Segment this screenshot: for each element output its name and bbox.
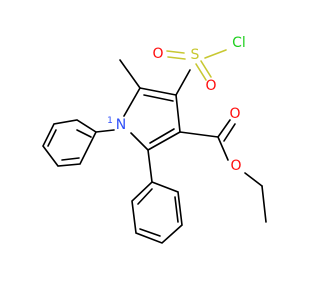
atom-label-o-sulfonyl-left: O	[152, 46, 163, 62]
bond-c3-c2-double	[149, 128, 175, 144]
bond-c5-c4-double	[143, 94, 174, 102]
bond-n-c5	[123, 87, 141, 117]
bond-ch2-ch3	[261, 185, 267, 223]
atom-labels: Cl S O O O O N 1	[107, 35, 246, 174]
bond-c3-c2	[147, 131, 181, 151]
atom-label-o-carbonyl: O	[229, 106, 240, 122]
bond-s-o-left	[166, 50, 185, 54]
bond-c3-ccarbonyl	[179, 131, 219, 138]
bond-s-o-bottom	[195, 63, 207, 81]
sulfonyl-chloride-group	[166, 49, 227, 96]
bond-methyl	[119, 59, 141, 89]
bond-c4-c3	[175, 94, 181, 133]
bond-c4-s	[175, 69, 191, 96]
bond-s-o-bottom-double	[200, 60, 212, 78]
phenyl-ring-2-double-b	[139, 228, 161, 237]
bond-ccarbonyl-oester	[217, 136, 229, 161]
atom-label-o-ester: O	[230, 158, 241, 174]
bond-s-cl	[204, 49, 227, 59]
bond-ccarbonyl-ocarbonyl-double	[223, 123, 236, 142]
phenyl-ring-1	[42, 119, 98, 167]
phenyl-ring-1-double-b	[47, 129, 57, 147]
ethyl-ester-group	[179, 119, 267, 223]
n-phenyl-ring	[42, 119, 115, 167]
atom-label-s: S	[191, 47, 200, 63]
phenyl-ring-2-double-c	[137, 188, 153, 205]
bond-ccarbonyl-ocarbonyl	[217, 119, 231, 138]
c2-phenyl-ring	[131, 149, 183, 244]
bond-c2-phenyl	[147, 149, 153, 183]
bond-c5-c4	[139, 87, 177, 96]
molecule-structure-diagram: Cl S O O O O N 1	[42, 35, 267, 244]
atom-label-cl: Cl	[232, 35, 246, 51]
bond-oester-ch2	[244, 172, 263, 187]
phenyl-ring-1-double-a	[76, 129, 92, 138]
atom-label-n: N	[116, 117, 126, 133]
pyrrole-ring	[123, 87, 181, 151]
bond-n-phenyl	[95, 129, 115, 133]
atom-label-n-locant: 1	[107, 116, 113, 126]
bond-s-o-left-double	[167, 56, 186, 60]
phenyl-ring-2-double-a	[174, 196, 179, 223]
atom-label-o-sulfonyl-bottom: O	[205, 78, 216, 94]
phenyl-ring-2	[131, 181, 183, 244]
phenyl-ring-1-double-c	[61, 157, 80, 161]
bond-c2-n	[130, 132, 149, 151]
